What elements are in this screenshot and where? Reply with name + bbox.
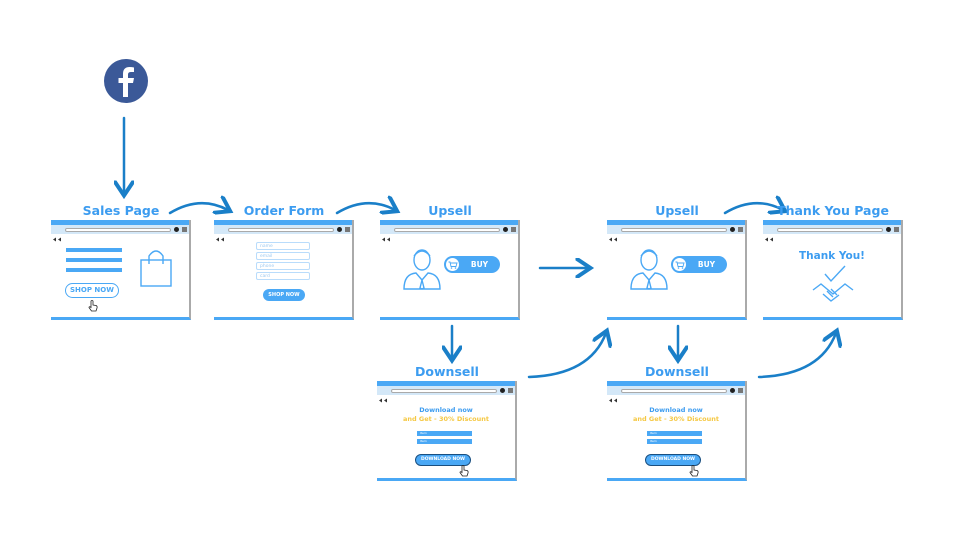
upsell_1-window: BUY NOW <box>380 220 520 320</box>
arrow-order-to-upsell <box>335 203 395 213</box>
window-dots-icon <box>383 221 395 236</box>
address-bar <box>607 386 745 403</box>
window-dots-icon <box>610 221 622 236</box>
shopping-bag-icon <box>139 248 173 292</box>
record-icon <box>730 388 735 393</box>
upsell_1-title: Upsell <box>428 203 472 218</box>
thank_you-window: Thank You! <box>763 220 903 320</box>
discount-subline: and Get - 30% Discount <box>633 415 719 423</box>
address-bar <box>607 225 745 242</box>
person-icon <box>629 246 669 294</box>
sales_page-window: SHOP NOW <box>51 220 191 320</box>
address-bar <box>214 225 352 242</box>
record-icon <box>500 388 505 393</box>
address-bar <box>51 225 189 242</box>
discount-subline: and Get - 30% Discount <box>403 415 489 423</box>
record-icon <box>174 227 179 232</box>
menu-icon[interactable] <box>894 227 899 232</box>
address-bar <box>377 386 515 403</box>
url-field[interactable] <box>394 228 500 232</box>
buy-now-button[interactable]: BUY NOW <box>444 256 500 286</box>
hand-cursor-icon <box>459 462 469 477</box>
menu-icon[interactable] <box>345 227 350 232</box>
upsell_2-title: Upsell <box>655 203 699 218</box>
download-item[interactable]: Item <box>417 439 472 444</box>
text-line <box>66 268 122 272</box>
window-dots-icon <box>380 382 392 397</box>
window-dots-icon <box>217 221 229 236</box>
url-field[interactable] <box>65 228 171 232</box>
nav-arrows-icon[interactable] <box>609 388 619 403</box>
form-field-email[interactable]: email <box>256 252 310 260</box>
download-item[interactable]: Item <box>417 431 472 436</box>
upsell_2-window: BUY NOW <box>607 220 747 320</box>
menu-icon[interactable] <box>182 227 187 232</box>
menu-icon[interactable] <box>511 227 516 232</box>
shop-now-button[interactable]: SHOP NOW <box>263 289 305 301</box>
buy-now-label: BUY NOW <box>696 260 717 286</box>
download-now-button[interactable]: DOWNLOAD NOW <box>415 454 471 466</box>
url-field[interactable] <box>777 228 883 232</box>
shop-now-button[interactable]: SHOP NOW <box>65 283 119 298</box>
record-icon <box>730 227 735 232</box>
nav-arrows-icon[interactable] <box>379 388 389 403</box>
handshake-icon <box>811 264 855 308</box>
facebook-icon <box>104 59 148 103</box>
text-line <box>66 248 122 252</box>
address-bar <box>763 225 901 242</box>
arrow-upsell2-to-thankyou <box>723 203 783 213</box>
menu-icon[interactable] <box>508 388 513 393</box>
nav-arrows-icon[interactable] <box>216 227 226 242</box>
arrow-downsell2-to-thankyou <box>757 333 836 379</box>
url-field[interactable] <box>228 228 334 232</box>
url-field[interactable] <box>621 228 727 232</box>
order_form-title: Order Form <box>243 203 325 218</box>
url-field[interactable] <box>621 389 727 393</box>
window-dots-icon <box>610 382 622 397</box>
window-dots-icon <box>766 221 778 236</box>
nav-arrows-icon[interactable] <box>765 227 775 242</box>
address-bar <box>380 225 518 242</box>
record-icon <box>886 227 891 232</box>
nav-arrows-icon[interactable] <box>53 227 63 242</box>
menu-icon[interactable] <box>738 227 743 232</box>
record-icon <box>503 227 508 232</box>
nav-arrows-icon[interactable] <box>609 227 619 242</box>
buy-now-button[interactable]: BUY NOW <box>671 256 727 286</box>
thank_you-title: Thank You Page <box>777 203 889 218</box>
cart-icon <box>446 258 459 271</box>
sales_page-title: Sales Page <box>82 203 160 218</box>
download-headline: Download now <box>649 406 703 414</box>
thank-you-message: Thank You! <box>799 250 865 262</box>
arrow-downsell-to-upsell2 <box>527 333 606 379</box>
download-item[interactable]: Item <box>647 431 702 436</box>
download-now-button[interactable]: DOWNLOAD NOW <box>645 454 701 466</box>
hand-cursor-icon <box>689 462 699 477</box>
download-headline: Download now <box>419 406 473 414</box>
person-icon <box>402 246 442 294</box>
form-field-card[interactable]: card <box>256 272 310 280</box>
form-field-name[interactable]: name <box>256 242 310 250</box>
url-field[interactable] <box>391 389 497 393</box>
form-field-phone[interactable]: phone <box>256 262 310 270</box>
nav-arrows-icon[interactable] <box>382 227 392 242</box>
record-icon <box>337 227 342 232</box>
hand-cursor-icon <box>88 297 98 312</box>
buy-now-label: BUY NOW <box>469 260 490 286</box>
cart-icon <box>673 258 686 271</box>
downsell_2-title: Downsell <box>645 364 709 379</box>
arrow-sales-to-order <box>168 203 228 213</box>
downsell_1-title: Downsell <box>415 364 479 379</box>
window-dots-icon <box>54 221 66 236</box>
download-item[interactable]: Item <box>647 439 702 444</box>
text-line <box>66 258 122 262</box>
menu-icon[interactable] <box>738 388 743 393</box>
